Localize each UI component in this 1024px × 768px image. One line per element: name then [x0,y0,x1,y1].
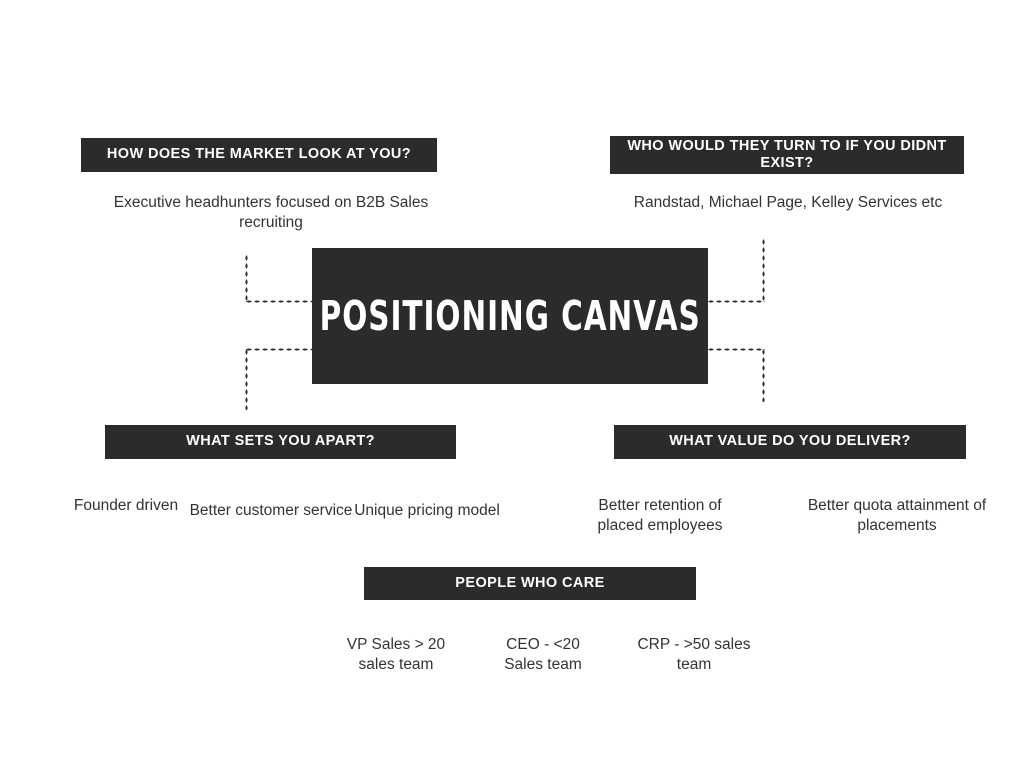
connector-left-lower-vertical [245,348,248,410]
note-people-1: VP Sales > 20 sales team [346,636,446,673]
heading-bar-value-delivered: WHAT VALUE DO YOU DELIVER? [614,425,966,459]
note-sets-apart-2: Better customer service [189,502,353,519]
note-turn-to-competitors: Randstad, Michael Page, Kelley Services … [633,194,943,211]
connector-right-upper-horizontal [707,300,765,303]
note-sets-apart-1: Founder driven [73,497,179,514]
heading-bar-sets-apart: WHAT SETS YOU APART? [105,425,456,459]
connector-left-upper-vertical [245,254,248,302]
note-people-2: CEO - <20 Sales team [504,636,582,673]
connector-right-lower-vertical [762,348,765,402]
note-people-3: CRP - >50 sales team [637,636,751,673]
center-title-block: POSITIONING CANVAS [312,248,708,384]
note-value-1: Better retention of placed employees [597,497,723,534]
connector-left-lower-horizontal [245,348,313,351]
heading-bar-turn-to: WHO WOULD THEY TURN TO IF YOU DIDNT EXIS… [610,136,964,174]
heading-bar-market: HOW DOES THE MARKET LOOK AT YOU? [81,138,437,172]
note-value-2: Better quota attainment of placements [807,497,987,534]
note-market-description: Executive headhunters focused on B2B Sal… [113,194,429,231]
connector-right-upper-vertical [762,238,765,302]
connector-left-upper-horizontal [245,300,313,303]
heading-bar-people-who-care: PEOPLE WHO CARE [364,567,696,600]
note-sets-apart-3: Unique pricing model [354,502,500,519]
page-title: POSITIONING CANVAS [319,292,701,340]
connector-right-lower-horizontal [707,348,765,351]
